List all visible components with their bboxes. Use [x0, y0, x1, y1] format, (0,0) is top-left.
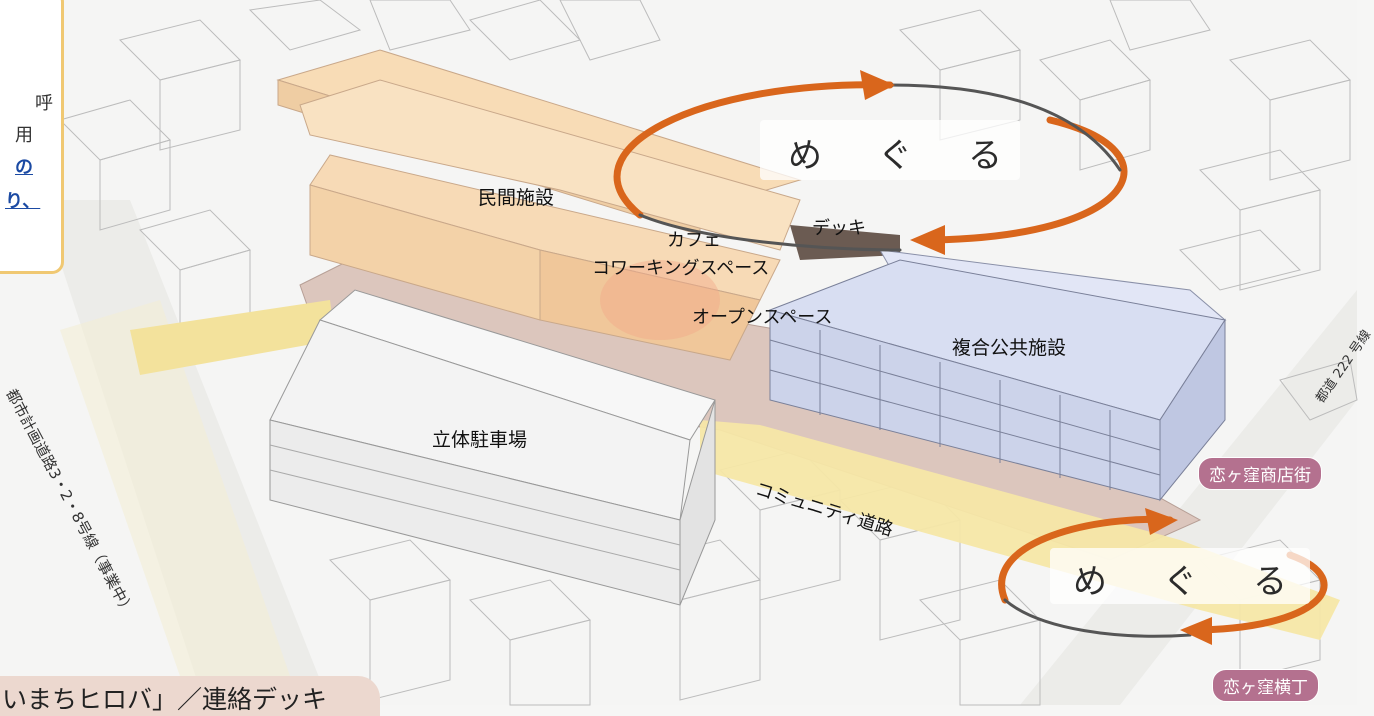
site-map	[40, 0, 1358, 706]
meguru-bottom-char-1: め	[1073, 562, 1107, 602]
info-link-2[interactable]: り、	[5, 191, 41, 212]
info-link-1[interactable]: の	[15, 157, 33, 178]
label-deck: デッキ	[812, 218, 866, 239]
label-parking: 立体駐車場	[432, 429, 528, 451]
meguru-bottom-char-2: ぐ	[1163, 562, 1197, 602]
parking-building	[269, 289, 716, 606]
label-cafe: カフェ	[667, 230, 721, 251]
meguru-bottom-text: めぐる	[1045, 554, 1315, 603]
meguru-top-char-2: ぐ	[878, 136, 912, 176]
road-glow	[60, 300, 300, 705]
private-facility-building	[276, 49, 802, 361]
meguru-top-char-3: る	[968, 136, 1002, 176]
meguru-arrow-top	[613, 70, 1128, 255]
label-public-complex: 複合公共施設	[952, 337, 1067, 359]
label-coworking: コワーキングスペース	[592, 258, 770, 279]
meguru-bottom-plate	[1050, 548, 1310, 604]
info-line-2: 用	[15, 125, 33, 146]
left-path	[130, 300, 335, 375]
meguru-top-plate	[760, 120, 1020, 180]
meguru-bottom-char-3: る	[1253, 562, 1287, 602]
bottom-banner	[0, 676, 380, 716]
meguru-arrow-bottom	[998, 508, 1328, 645]
label-open-space: オープンスペース	[692, 307, 833, 328]
tag-alley: 恋ヶ窪横丁	[1212, 669, 1319, 702]
bottom-banner-title: いまちヒロバ」／連絡デッキ	[2, 685, 328, 714]
info-box: 呼 用 の り、	[0, 0, 64, 274]
meguru-top-char-1: め	[788, 136, 822, 176]
info-line-1: 呼	[35, 93, 53, 114]
public-complex-building	[768, 249, 1227, 502]
meguru-top-text: めぐる	[760, 128, 1030, 177]
tag-shopping-street: 恋ヶ窪商店街	[1198, 457, 1322, 490]
label-private-facility: 民間施設	[478, 187, 555, 209]
deck	[790, 225, 900, 260]
